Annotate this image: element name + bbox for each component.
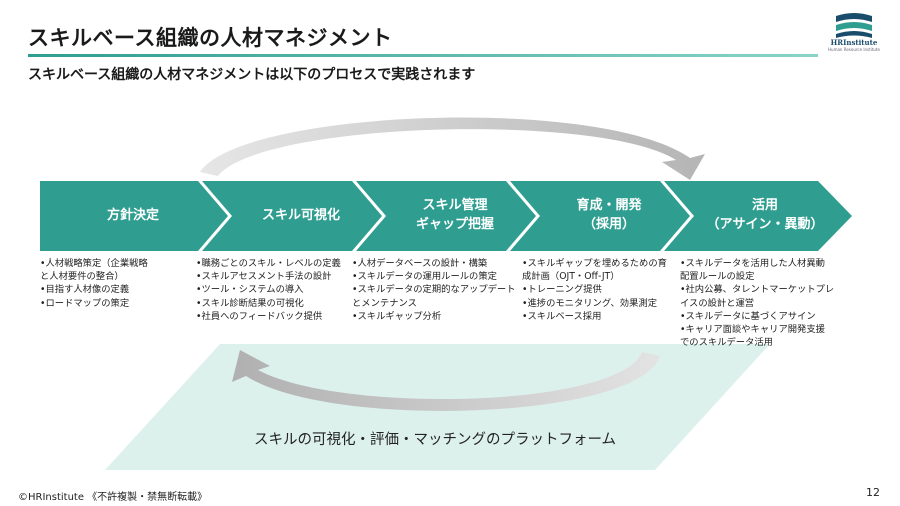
- step-2-title: スキル可視化: [261, 207, 340, 223]
- platform-label: スキルの可視化・評価・マッチングのプラットフォーム: [253, 432, 617, 448]
- step-4-title: 育成・開発 （採用）: [576, 198, 642, 232]
- step-4-shape: [510, 181, 690, 251]
- logo-name: HRInstitute: [830, 38, 878, 47]
- step-5-title: 活用 （アサイン・異動）: [706, 198, 824, 232]
- step-5-description: •スキルデータを活用した人材異動 配置ルールの設定 •社内公募、タレントマーケッ…: [680, 258, 835, 349]
- title-underline: [28, 54, 818, 57]
- top-cycle-arrow: [200, 117, 705, 180]
- page-subtitle: スキルベース組織の人材マネジメントは以下のプロセスで実践されます: [28, 67, 476, 83]
- page-number: 12: [866, 486, 880, 499]
- bottom-cycle-arrow: [232, 350, 660, 411]
- copyright: ©HRInstitute 《不許複製・禁無断転載》: [18, 492, 208, 503]
- step-5-shape: [664, 181, 852, 251]
- step-3-title: スキル管理 ギャップ把握: [415, 198, 494, 232]
- page-title: スキルベース組織の人材マネジメント: [28, 26, 393, 50]
- step-1-description: •人材戦略策定（企業戦略 と人材要件の整合） •目指す人材像の定義 •ロードマッ…: [40, 258, 148, 309]
- logo-tagline: Human Resource Institute: [828, 47, 880, 52]
- hrinstitute-logo-icon: [836, 13, 872, 38]
- step-3-description: •人材データベースの設計・構築 •スキルデータの運用ルールの策定 •スキルデータ…: [352, 258, 516, 322]
- step-3-shape: [356, 181, 536, 251]
- step-1-shape: [40, 181, 228, 251]
- step-4-description: •スキルギャップを埋めるための育 成計画（OJT・Off-JT） •トレーニング…: [522, 258, 667, 322]
- step-2-description: •職務ごとのスキル・レベルの定義 •スキルアセスメント手法の設計 •ツール・シス…: [196, 258, 341, 322]
- step-1-title: 方針決定: [106, 207, 159, 223]
- step-2-shape: [202, 181, 382, 251]
